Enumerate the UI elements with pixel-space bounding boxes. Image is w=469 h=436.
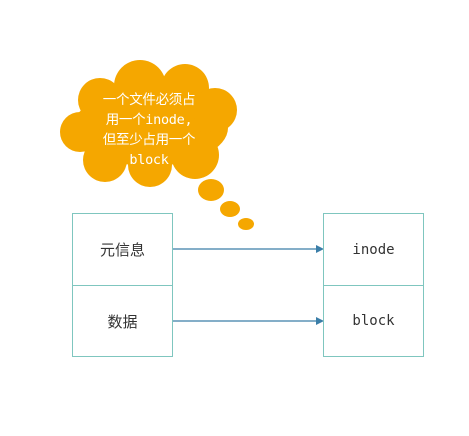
thought-cloud: [60, 60, 254, 230]
block-label: block: [352, 313, 395, 329]
arrow-metadata-to-inode: [173, 245, 324, 253]
arrow-data-to-block: [173, 317, 324, 325]
data-label: 数据: [107, 312, 138, 331]
inode-label: inode: [352, 241, 395, 258]
metadata-box: 元信息: [72, 213, 173, 286]
callout-line: 一个文件必须占: [102, 92, 196, 108]
callout-line: 但至少占用一个: [102, 132, 196, 148]
metadata-label: 元信息: [99, 241, 145, 259]
inode-box: inode: [323, 213, 424, 286]
block-box: block: [323, 285, 424, 357]
callout-line: 用一个inode,: [105, 112, 193, 128]
callout-text: 一个文件必须占 用一个inode, 但至少占用一个 block: [84, 90, 214, 170]
callout-line: block: [129, 152, 169, 168]
data-box: 数据: [72, 285, 173, 357]
